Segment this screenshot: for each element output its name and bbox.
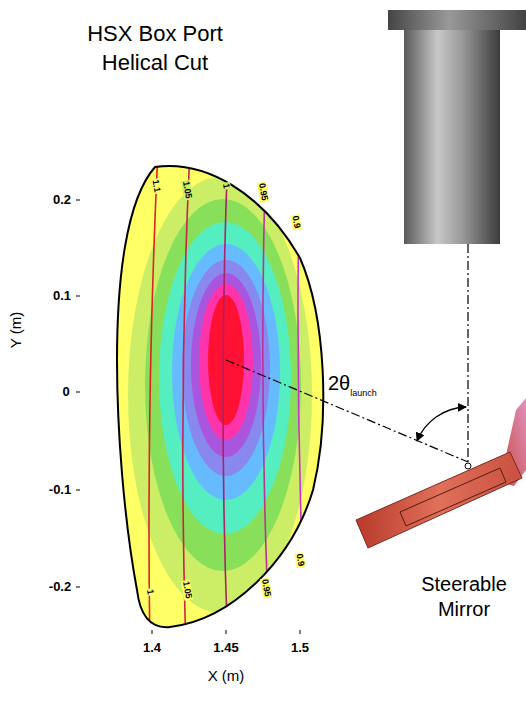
tick-label: 1.4 — [143, 641, 161, 656]
axis-title: Y (m) — [7, 312, 24, 348]
tick-label: 0.2 — [53, 193, 71, 208]
contour-label: 1.1 — [150, 178, 161, 194]
steerable-mirror — [356, 398, 526, 548]
part-label: Steerable Mirror — [404, 572, 524, 622]
tick-label: 1.45 — [213, 641, 238, 656]
tick-label: 1.5 — [291, 641, 309, 656]
axis-ticks — [76, 200, 300, 634]
beam-line — [226, 244, 468, 462]
contour-label: 0.9 — [294, 552, 305, 568]
contour-label: 0.95 — [260, 578, 272, 599]
angle-label: 2θlaunch — [328, 372, 377, 398]
angle-symbol: 2θ — [328, 372, 350, 394]
angle-subscript: launch — [350, 388, 377, 398]
tick-label: 0.1 — [53, 289, 71, 304]
launcher-horn — [388, 10, 526, 244]
flux-surfaces — [117, 150, 323, 650]
contour-label: 0.9 — [290, 214, 301, 230]
tick-label: 0 — [62, 385, 69, 400]
contour-label: 0.95 — [257, 182, 269, 203]
plot-title: HSX Box Port Helical Cut — [55, 20, 255, 77]
tick-label: -0.1 — [49, 483, 71, 498]
axis-title: X (m) — [208, 667, 245, 684]
angle-arrow — [417, 407, 466, 441]
tick-label: -0.2 — [49, 580, 71, 595]
